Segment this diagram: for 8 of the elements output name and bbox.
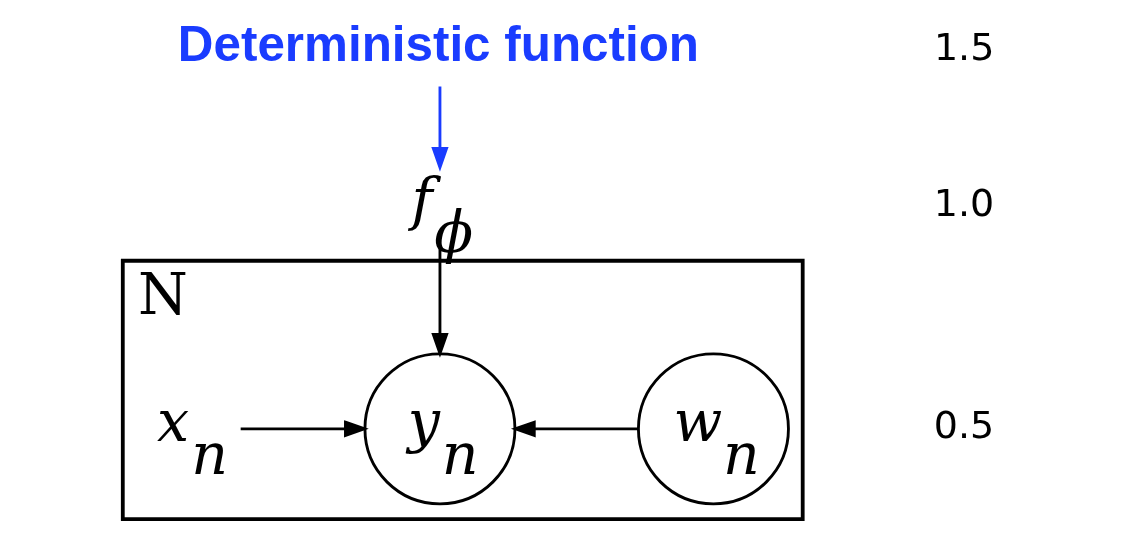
arrow [510, 420, 639, 438]
node-text: Deterministic function [177, 15, 699, 71]
arrow [431, 245, 449, 358]
label: 1.5 [933, 25, 995, 70]
label: 1.0 [933, 181, 995, 226]
arrow [240, 420, 369, 438]
label: 0.5 [933, 403, 995, 448]
arrow [431, 86, 449, 172]
